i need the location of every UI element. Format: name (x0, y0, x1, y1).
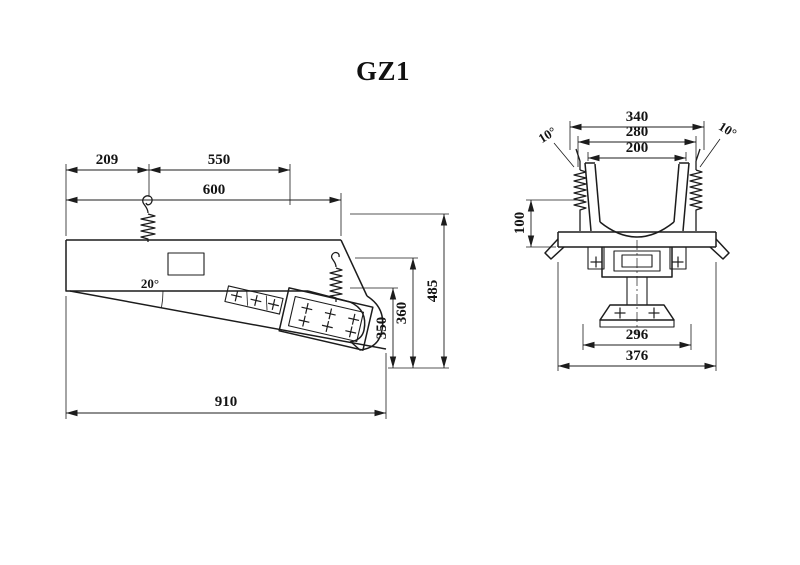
dim-910-label: 910 (215, 394, 238, 410)
side-view: 20° 209 550 600 (65, 152, 449, 419)
dim-910: 910 (66, 394, 386, 417)
dim-296: 296 (583, 327, 691, 349)
dim-550-label: 550 (208, 152, 231, 168)
angle-10-right-label: 10° (716, 119, 739, 141)
hanger-spring-left-icon (573, 148, 587, 231)
end-view: 10° 10° 340 280 (512, 109, 739, 371)
drive-spring-icon (329, 251, 343, 302)
angle-10-left-annotation: 10° (536, 124, 575, 168)
dim-340-label: 340 (626, 109, 649, 125)
inspection-window (167, 252, 205, 276)
dim-485-label: 485 (425, 280, 441, 303)
end-view-trough (584, 162, 690, 238)
dim-376: 376 (558, 348, 716, 370)
dim-280: 280 (578, 124, 696, 146)
dim-100: 100 (512, 200, 535, 247)
dim-360-label: 360 (394, 302, 410, 325)
drawing-title: GZ1 (356, 56, 410, 86)
angle-10-left-label: 10° (536, 124, 559, 146)
side-brackets (587, 246, 687, 270)
angle-10-right-annotation: 10° (699, 119, 739, 168)
dim-280-label: 280 (626, 124, 649, 140)
suspension-spring-left-icon (140, 195, 156, 242)
dim-550: 550 (149, 152, 290, 174)
angle-20-label: 20° (141, 276, 159, 291)
dim-200: 200 (588, 140, 686, 162)
dim-485: 485 (425, 214, 448, 368)
dim-350-label: 350 (374, 317, 390, 340)
dim-350: 350 (374, 288, 397, 368)
dim-340: 340 (570, 109, 704, 131)
dim-100-label: 100 (512, 212, 528, 235)
dim-296-label: 296 (626, 327, 649, 343)
dim-209: 209 (66, 152, 149, 174)
dim-360: 360 (394, 258, 417, 368)
angle-20-annotation: 20° (141, 276, 164, 308)
dim-200-label: 200 (626, 140, 649, 156)
dim-600: 600 (66, 182, 341, 204)
connector-bracket (224, 285, 284, 315)
dim-376-label: 376 (626, 348, 649, 364)
drive-unit (278, 287, 374, 351)
end-view-extension-lines (526, 121, 717, 371)
dim-600-label: 600 (203, 182, 226, 198)
dim-209-label: 209 (96, 152, 119, 168)
